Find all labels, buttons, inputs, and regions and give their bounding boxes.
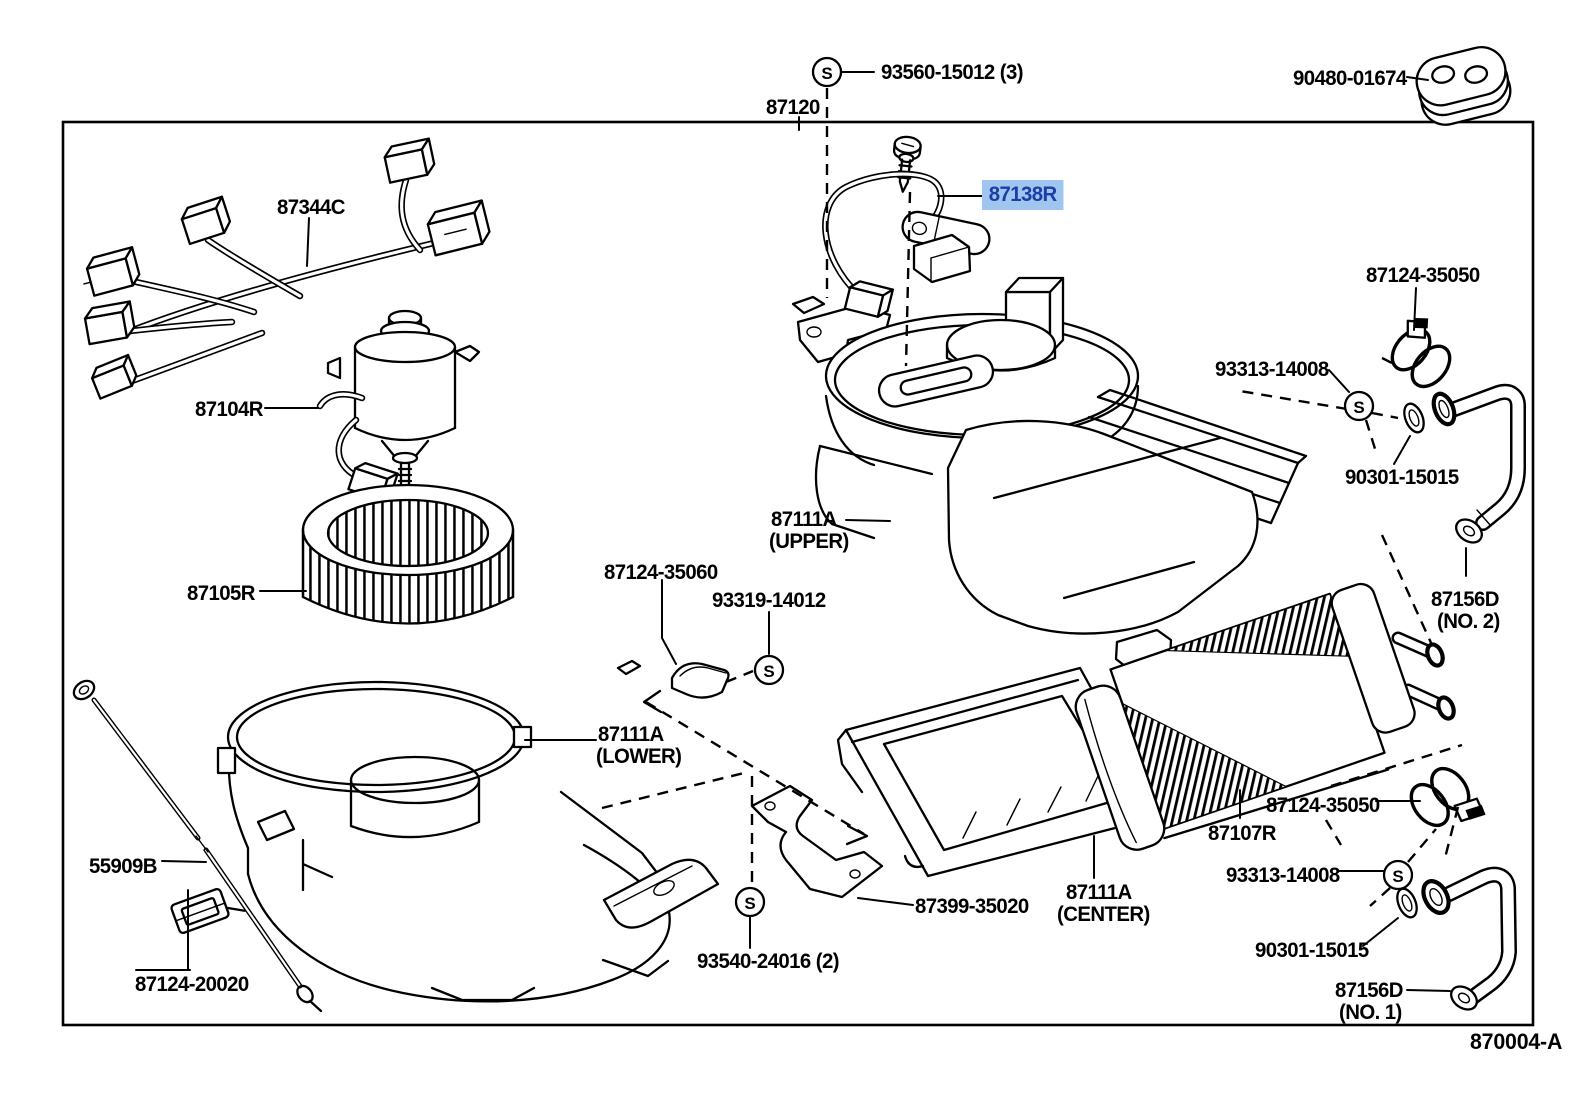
part-label-87156D-no1[interactable]: 87156D (1335, 979, 1403, 1002)
center-duct-flap-drawing (602, 858, 720, 929)
water-hose-no1-drawing (1421, 866, 1517, 1011)
heater-core-drawing (1074, 582, 1416, 851)
part-label-90301-15015-no1[interactable]: 90301-15015 (1255, 939, 1369, 962)
assembly-dashed-lines (601, 88, 1463, 907)
part-label-87124-20020[interactable]: 87124-20020 (135, 973, 249, 996)
part-label-55909B[interactable]: 55909B (89, 855, 157, 878)
part-label-90301-15015-no2[interactable]: 90301-15015 (1345, 466, 1459, 489)
part-label-87111A-center[interactable]: 87111A (1066, 881, 1132, 904)
part-label-87138R-highlighted[interactable]: 87138R (982, 180, 1064, 210)
support-bracket-drawing (750, 784, 884, 899)
part-label-87104R[interactable]: 87104R (195, 398, 263, 421)
cable-clamp-drawing (616, 659, 730, 699)
part-label-87124-35060[interactable]: 87124-35060 (604, 561, 718, 584)
part-label-93313-14008-no2[interactable]: 93313-14008 (1215, 358, 1329, 381)
part-label-87111A-lower-variant[interactable]: (LOWER) (596, 745, 682, 768)
blower-fan-drawing (301, 483, 515, 625)
diagram-frame (61, 120, 1535, 1027)
leader-lines (135, 71, 1467, 992)
damper-cable-drawing (72, 679, 323, 1013)
s-symbol-letter: S (1392, 867, 1403, 886)
s-symbol-letter: S (1353, 398, 1364, 417)
s-symbol-letter: S (821, 64, 832, 83)
water-hose-no2-drawing (1431, 383, 1526, 544)
part-label-87111A-lower[interactable]: 87111A (598, 723, 664, 746)
screw-93560-drawing (892, 135, 922, 193)
s-symbol-93540: S (734, 886, 766, 918)
grommet-drawing (1415, 46, 1512, 126)
blower-motor-drawing (316, 309, 481, 501)
diagram-code: 870004-A (1470, 1029, 1563, 1054)
part-label-87124-35050-no2[interactable]: 87124-35050 (1366, 264, 1480, 287)
s-symbol-93313-no1: S (1382, 859, 1414, 891)
part-label-90480-01674[interactable]: 90480-01674 (1293, 67, 1407, 90)
thermistor-drawing (822, 170, 991, 318)
part-label-87111A-center-variant[interactable]: (CENTER) (1057, 903, 1150, 926)
part-label-87156D-no1-variant[interactable]: (NO. 1) (1339, 1001, 1402, 1024)
cable-clip-drawing (170, 887, 246, 935)
upper-case-drawing (791, 276, 1456, 721)
part-label-87399-35020[interactable]: 87399-35020 (915, 895, 1029, 918)
part-label-87120[interactable]: 87120 (766, 96, 820, 119)
lower-case-drawing (216, 680, 679, 1003)
oring-no2-drawing (1403, 402, 1425, 434)
s-symbol-letter: S (744, 894, 755, 913)
part-label-87124-35050-no1[interactable]: 87124-35050 (1266, 794, 1380, 817)
wiring-harness-drawing (83, 137, 491, 400)
part-label-87111A-upper[interactable]: 87111A (771, 508, 837, 531)
s-symbol-93313-no2: S (1343, 390, 1375, 422)
part-label-87111A-upper-variant[interactable]: (UPPER) (769, 530, 849, 553)
part-label-93313-14008-no1[interactable]: 93313-14008 (1226, 864, 1340, 887)
oring-no1-drawing (1396, 887, 1418, 919)
s-symbol-93319: S (753, 654, 785, 686)
part-label-93540-24016[interactable]: 93540-24016 (2) (697, 950, 839, 973)
part-label-93560-15012[interactable]: 93560-15012 (3) (881, 61, 1023, 84)
part-label-87156D-no2-variant[interactable]: (NO. 2) (1437, 610, 1500, 633)
part-label-87156D-no2[interactable]: 87156D (1431, 588, 1499, 611)
s-symbol-93560: S (811, 56, 843, 88)
part-label-87107R[interactable]: 87107R (1208, 822, 1276, 845)
s-symbol-letter: S (763, 662, 774, 681)
part-label-87105R[interactable]: 87105R (187, 582, 255, 605)
part-label-87344C[interactable]: 87344C (277, 196, 345, 219)
hose-clamp-no2-drawing (1390, 318, 1452, 389)
hose-clamp-no1-drawing (1409, 766, 1486, 828)
part-label-93319-14012[interactable]: 93319-14012 (712, 589, 826, 612)
